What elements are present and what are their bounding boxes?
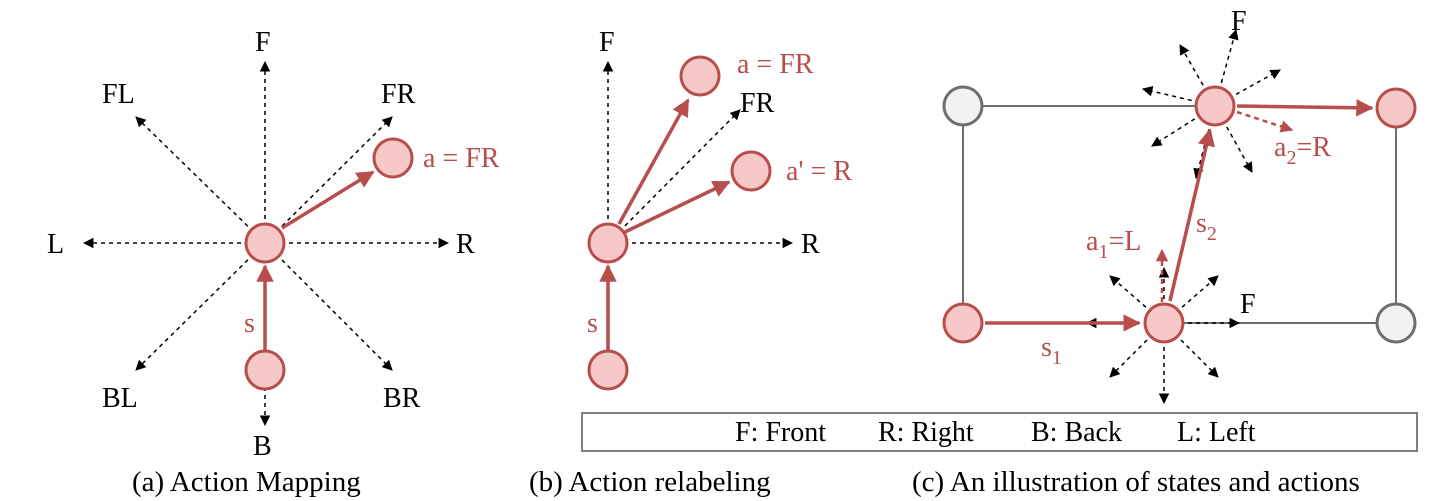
panel-a: F FL FR L R BL BR B a = FR s bbox=[47, 27, 500, 462]
label-BL: BL bbox=[102, 383, 138, 414]
panel-b: F FR R a = FR a' = R s bbox=[587, 27, 852, 391]
label-F-bottom: F bbox=[1240, 289, 1256, 320]
legend-right: R: Right bbox=[878, 417, 974, 448]
legend-left: L: Left bbox=[1177, 417, 1256, 448]
target-node bbox=[372, 137, 414, 179]
arrow-BR bbox=[264, 242, 393, 371]
label-L: L bbox=[47, 229, 64, 260]
node-top-left bbox=[942, 85, 984, 127]
state-label: s bbox=[587, 308, 598, 339]
node-top-center bbox=[1194, 85, 1236, 127]
action-arrow-a2 bbox=[1236, 99, 1374, 117]
legend-front: F: Front bbox=[735, 417, 826, 448]
label-s2: s2 bbox=[1196, 208, 1217, 245]
node-bottom-left bbox=[942, 302, 984, 344]
dashed-action-a2 bbox=[1236, 110, 1294, 133]
label-FR: FR bbox=[381, 79, 416, 110]
center-node bbox=[587, 222, 629, 264]
start-node bbox=[244, 349, 286, 391]
fr-node bbox=[679, 55, 721, 97]
label-R: R bbox=[801, 229, 820, 260]
label-R: R bbox=[456, 229, 475, 260]
label-a2: a2=R bbox=[1274, 132, 1331, 169]
legend: F: Front R: Right B: Back L: Left bbox=[581, 412, 1418, 452]
r-node bbox=[730, 150, 772, 192]
state-label: s bbox=[244, 308, 255, 339]
action-arrow-FR bbox=[281, 170, 375, 230]
relabeled-label: a' = R bbox=[786, 156, 852, 187]
panel-c: F F a2=R a1=L s1 s2 bbox=[942, 6, 1417, 405]
legend-box bbox=[581, 412, 1418, 452]
label-B: B bbox=[253, 431, 272, 462]
arrow-FL bbox=[135, 116, 266, 244]
label-s1: s1 bbox=[1041, 332, 1062, 369]
action-arrow-FR bbox=[617, 98, 690, 225]
label-F: F bbox=[599, 27, 615, 58]
arrow-BL bbox=[135, 242, 266, 371]
node-bottom-center bbox=[1143, 302, 1185, 344]
legend-back: B: Back bbox=[1031, 417, 1122, 448]
node-top-right bbox=[1375, 87, 1417, 129]
state-arrow-s2 bbox=[1168, 128, 1215, 302]
action-label: a = FR bbox=[737, 49, 814, 80]
start-node bbox=[587, 349, 629, 391]
node-bottom-right bbox=[1375, 302, 1417, 344]
arrow-FR bbox=[264, 116, 393, 244]
caption-c: (c) An illustration of states and action… bbox=[912, 466, 1360, 498]
label-F-top: F bbox=[1231, 6, 1247, 37]
label-FL: FL bbox=[102, 79, 135, 110]
action-label: a = FR bbox=[423, 143, 500, 174]
caption-a: (a) Action Mapping bbox=[132, 466, 361, 498]
label-BR: BR bbox=[383, 383, 421, 414]
caption-b: (b) Action relabeling bbox=[529, 466, 771, 498]
center-node bbox=[244, 222, 286, 264]
label-FR: FR bbox=[740, 88, 775, 119]
label-a1: a1=L bbox=[1086, 226, 1141, 263]
arrow-FR bbox=[607, 109, 741, 244]
action-arrow-R bbox=[624, 180, 731, 234]
label-F: F bbox=[255, 27, 271, 58]
